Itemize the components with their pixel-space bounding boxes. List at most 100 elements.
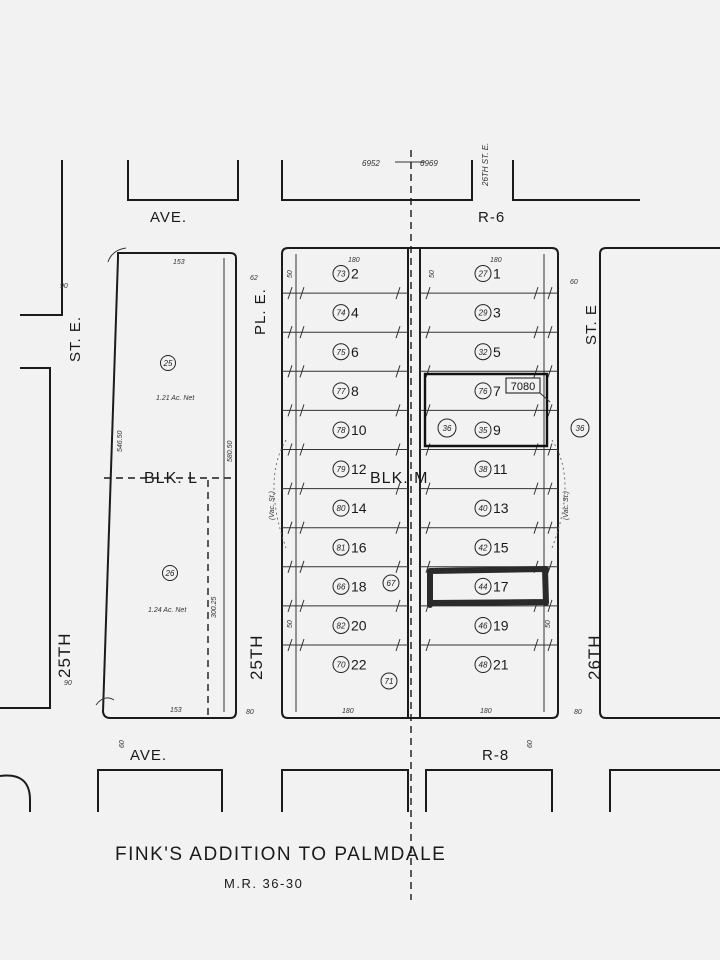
- parcel-25-area: 1.21 Ac. Net: [156, 395, 195, 402]
- lot-tick: [395, 482, 401, 495]
- parcel-number: 46: [479, 621, 488, 630]
- frontage-60-right: 60: [570, 279, 578, 286]
- lot-tick: [287, 482, 293, 495]
- parcel-circle: [474, 616, 492, 634]
- parcel-number: 40: [479, 504, 488, 513]
- street-label-st-e-right: ST. E: [583, 304, 600, 345]
- frontage-62-left: 62: [250, 275, 258, 282]
- lot-tick: [425, 404, 431, 417]
- block-m: [273, 150, 566, 900]
- street-label-ave-bottom: AVE.: [130, 747, 167, 764]
- parcel-number: 80: [337, 504, 346, 513]
- lot-tick: [395, 638, 401, 652]
- parcel-number: 32: [479, 348, 488, 357]
- block-l-label: BLK. L: [144, 470, 198, 487]
- lot-tick: [425, 286, 431, 300]
- block-m-lot-lines: [282, 286, 558, 652]
- parcel-number: 73: [337, 270, 346, 279]
- lot-15: 42 15: [474, 538, 509, 556]
- lot-tick: [287, 521, 293, 534]
- lot-tick: [533, 404, 539, 417]
- frontage-90-left: 90: [60, 283, 68, 290]
- lot-number: 15: [493, 539, 509, 555]
- lot-number: 14: [351, 500, 367, 516]
- lot-number: 19: [493, 617, 509, 633]
- lot-tick: [547, 404, 553, 417]
- lot-number: 12: [351, 461, 367, 477]
- parcel-circle: [474, 499, 492, 517]
- parcel-circle: [474, 382, 492, 400]
- lot-number: 22: [351, 657, 367, 673]
- lot-tick: [425, 326, 431, 339]
- frontage-80-left: 80: [246, 709, 254, 716]
- lot-14: 80 14: [332, 499, 367, 517]
- parcel-26-area: 1.24 Ac. Net: [148, 607, 187, 614]
- lot-tick: [547, 365, 553, 378]
- north-blocks: [127, 160, 640, 201]
- street-label-25th-left: 25TH: [55, 632, 74, 678]
- parcel-number: 81: [337, 543, 346, 552]
- lot-13: 40 13: [474, 499, 509, 517]
- lot-17-highlight: [427, 566, 549, 608]
- parcel-number: 82: [337, 621, 346, 630]
- lot-number: 1: [493, 266, 501, 282]
- parcel-25-number: 25: [163, 359, 173, 368]
- lot-tick: [533, 521, 539, 534]
- map-subtitle: M.R. 36-30: [224, 876, 303, 891]
- parcel-circle: [332, 616, 350, 634]
- street-label-st-e-left: ST. E.: [67, 316, 84, 362]
- block-m-bottom-right-dim: 180: [480, 708, 492, 715]
- parcel-circle: [474, 577, 492, 595]
- lot-number: 18: [351, 578, 367, 594]
- lot-tick: [299, 326, 305, 339]
- extra-parcel-36-inner: 36: [437, 418, 457, 438]
- block-m-top-left-dim: 180: [348, 257, 360, 264]
- parcel-number: 42: [479, 543, 488, 552]
- lot-tick: [547, 521, 553, 534]
- lot-tick: [287, 638, 293, 652]
- lot-tick: [395, 286, 401, 300]
- parcel-circle: [474, 265, 492, 283]
- ref-box-7080: 7080: [511, 381, 535, 393]
- parcel-number: 74: [337, 309, 346, 318]
- lot-number: 4: [351, 305, 359, 321]
- lot-tick: [547, 443, 553, 456]
- lot-tick: [299, 482, 305, 495]
- south-blocks: [0, 769, 720, 812]
- lot-number: 3: [493, 305, 501, 321]
- lot-number: 17: [493, 578, 509, 594]
- street-label-ave-top: AVE.: [150, 209, 187, 226]
- parcel-number: 48: [479, 661, 488, 670]
- parcel-circle: [332, 460, 350, 478]
- lot-tick: [395, 560, 401, 573]
- street-label-pl-e: PL. E.: [252, 288, 269, 335]
- svg-text:67: 67: [387, 579, 396, 588]
- lot-1: 27 1: [474, 265, 501, 283]
- parcel-number: 44: [479, 582, 488, 591]
- frontage-60-bottom-left: 60: [119, 740, 126, 748]
- block-l-parcel-26: 26 1.24 Ac. Net: [148, 565, 187, 614]
- lot-number: 9: [493, 422, 501, 438]
- lot-number: 10: [351, 422, 367, 438]
- block-m-bottom-left-dim: 180: [342, 708, 354, 715]
- parcel-number: 38: [479, 465, 488, 474]
- lot-tick: [287, 599, 293, 613]
- left-street-edges: [0, 160, 63, 709]
- block-l-lower-dim: 300.25: [211, 596, 218, 618]
- block-l-left-dim: 546.50: [117, 430, 124, 452]
- parcel-number: 27: [478, 270, 488, 279]
- parcel-number: 70: [337, 661, 346, 670]
- lot-tick: [395, 443, 401, 456]
- parcel-26-number: 26: [165, 569, 175, 578]
- parcel-circle: [332, 421, 350, 439]
- lot-tick: [425, 638, 431, 652]
- lot-number: 13: [493, 500, 509, 516]
